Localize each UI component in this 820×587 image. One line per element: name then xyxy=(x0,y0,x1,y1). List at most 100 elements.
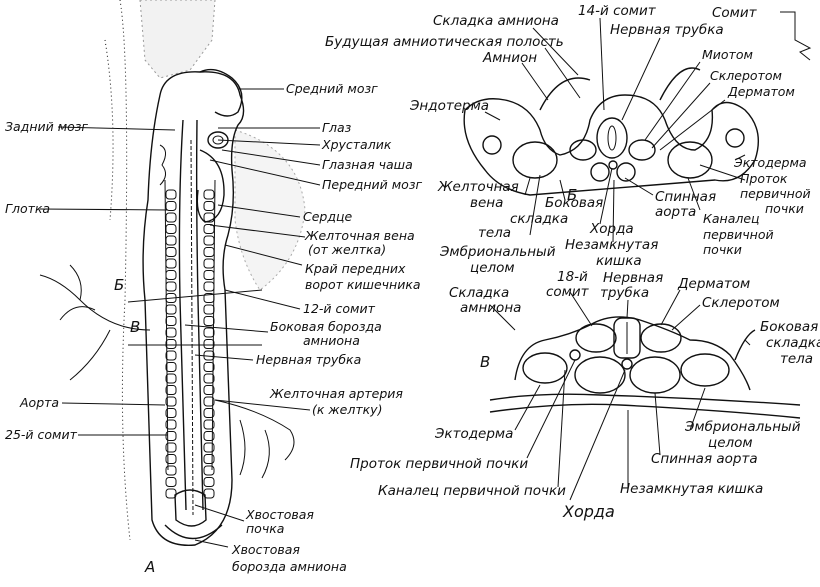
label-tubule-b1: Каналец xyxy=(703,211,760,226)
label-gut-portal-1: Край передних xyxy=(305,261,406,276)
label-sclerotome-b: Склеротом xyxy=(710,68,782,83)
panel-label-b: Б xyxy=(567,186,578,204)
label-notochord-c: Хорда xyxy=(563,502,615,521)
label-hindbrain: Задний мозг xyxy=(5,119,89,134)
label-midbrain: Средний мозг xyxy=(286,81,378,96)
label-open-gut-c: Незамкнутая кишка xyxy=(620,481,764,497)
section-b-drawing xyxy=(463,67,759,196)
section-c-drawing xyxy=(489,316,801,419)
label-lateral-fold-c2: складка xyxy=(766,335,820,351)
somite-block xyxy=(203,419,215,430)
somite-block xyxy=(203,316,215,326)
label-heart: Сердце xyxy=(303,209,353,224)
label-open-gut-b2: кишка xyxy=(596,253,642,269)
label-somite-12: 12-й сомит xyxy=(303,301,375,316)
somite-block xyxy=(165,419,177,430)
label-coelom-c1: Эмбриональный xyxy=(685,419,801,435)
label-vitelline-vein-b2: вена xyxy=(470,195,504,211)
label-tubule-c: Каналец первичной почки xyxy=(378,483,566,499)
label-open-gut-b1: Незамкнутая xyxy=(565,237,659,253)
label-duct-b2: первичной xyxy=(740,186,811,201)
somite-block xyxy=(203,488,215,499)
somite-block xyxy=(203,408,215,418)
label-coelom-b2: целом xyxy=(470,260,515,276)
somite-block xyxy=(165,327,177,338)
somite-block xyxy=(165,431,177,441)
somite-blocks xyxy=(165,189,215,499)
somite-block xyxy=(203,212,215,223)
label-vitelline-vein-a2: (от желтка) xyxy=(308,242,387,257)
somite-block xyxy=(203,442,215,453)
somite-block xyxy=(165,454,177,464)
panel-label-a: А xyxy=(145,558,156,576)
label-dorsal-aorta-c: Спинная аорта xyxy=(651,451,758,467)
somite-block xyxy=(203,304,215,315)
label-amnion: Амнион xyxy=(483,50,538,66)
somite-block xyxy=(203,247,215,257)
somite-block xyxy=(203,396,215,407)
label-somite-25: 25-й сомит xyxy=(5,427,77,442)
label-duct-b1: Проток xyxy=(740,171,788,186)
label-pharynx: Глотка xyxy=(5,201,51,216)
label-neural-tube-a: Нервная трубка xyxy=(256,352,362,367)
somite-block xyxy=(203,235,215,246)
label-lateral-fold-c1: Боковая xyxy=(760,319,819,335)
label-tail-groove-2: борозда амниона xyxy=(232,559,347,574)
label-dorsal-aorta-b1: Спинная xyxy=(655,189,717,205)
somite-block xyxy=(165,488,177,499)
label-optic-cup: Глазная чаша xyxy=(322,157,413,172)
label-amnion-groove-2: амниона xyxy=(303,333,360,348)
label-gut-portal-2: ворот кишечника xyxy=(305,277,421,292)
somite-block xyxy=(165,477,177,487)
somite-block xyxy=(165,304,177,315)
somite-block xyxy=(203,281,215,292)
label-dermatome-b: Дерматом xyxy=(728,84,795,99)
somite-block xyxy=(165,189,177,200)
label-lateral-fold-c3: тела xyxy=(780,351,814,367)
somite-block xyxy=(165,408,177,418)
label-forebrain: Передний мозг xyxy=(322,177,423,192)
label-lateral-fold-b3: тела xyxy=(478,225,512,241)
label-neural-tube-b: Нервная трубка xyxy=(610,22,724,38)
label-tail-groove-1: Хвостовая xyxy=(232,542,300,557)
label-neural-tube-c1: Нервная xyxy=(603,270,664,286)
somite-block xyxy=(203,339,215,349)
label-amnion-fold-c1: Складка xyxy=(449,285,510,301)
somite-block xyxy=(203,362,215,372)
label-somite-14: 14-й сомит xyxy=(578,3,656,19)
label-ectoderm-c: Эктодерма xyxy=(435,426,514,442)
label-somite-18-2: сомит xyxy=(546,284,589,300)
label-dermatome-c: Дерматом xyxy=(678,276,751,292)
somite-block xyxy=(203,189,215,200)
somite-block xyxy=(165,235,177,246)
embryo-whole-drawing xyxy=(39,0,306,546)
label-notochord-b: Хорда xyxy=(590,221,634,237)
label-duct-c: Проток первичной почки xyxy=(350,456,529,472)
label-tubule-b2: первичной xyxy=(703,227,774,242)
label-duct-b3: почки xyxy=(765,201,804,216)
somite-block xyxy=(165,396,177,407)
label-coelom-c2: целом xyxy=(708,435,753,451)
label-lens: Хрусталик xyxy=(322,137,392,152)
somite-block xyxy=(203,224,215,234)
somite-block xyxy=(203,258,215,269)
label-amnion-fold-c2: амниона xyxy=(460,300,522,316)
label-myotome: Миотом xyxy=(702,47,753,62)
label-coelom-b1: Эмбриональный xyxy=(440,244,556,260)
somite-block xyxy=(203,431,215,441)
somite-block xyxy=(165,270,177,280)
label-tail-bud-2: почка xyxy=(246,521,285,536)
somite-block xyxy=(165,281,177,292)
somite-bracket xyxy=(780,11,812,61)
somite-block xyxy=(165,385,177,395)
label-tubule-b3: почки xyxy=(703,242,742,257)
somite-block xyxy=(165,247,177,257)
label-neural-tube-c2: трубка xyxy=(600,285,650,301)
somite-block xyxy=(165,350,177,361)
label-lateral-fold-b1: Боковая xyxy=(545,195,604,211)
label-eye: Глаз xyxy=(322,120,352,135)
label-sclerotome-c: Склеротом xyxy=(702,295,780,311)
label-dorsal-aorta-b2: аорта xyxy=(655,204,697,220)
label-ectoderm-b: Эктодерма xyxy=(734,155,807,170)
